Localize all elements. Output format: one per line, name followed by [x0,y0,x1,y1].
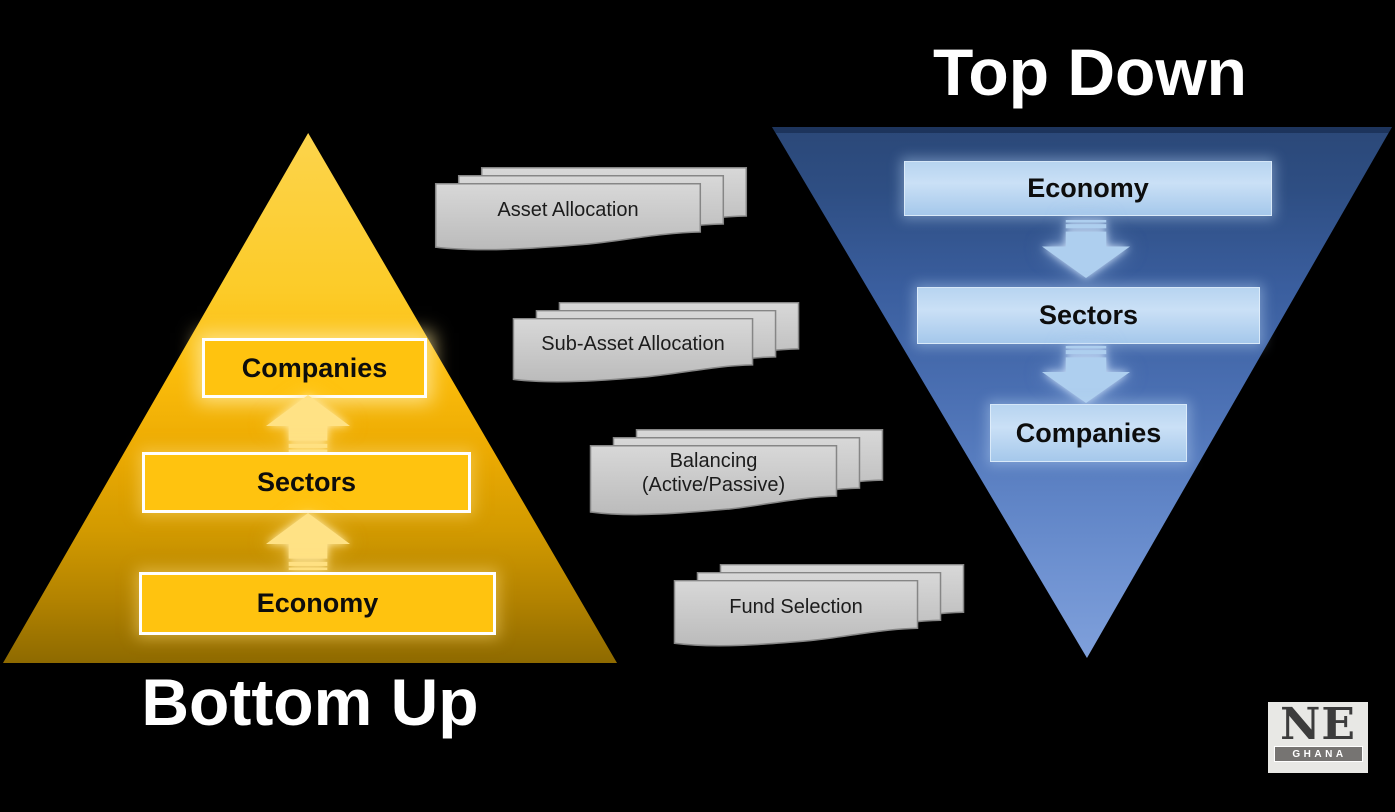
funnel-level-sectors: Sectors [917,287,1260,344]
process-card-label: Fund Selection [729,595,863,618]
funnel-level-economy: Economy [904,161,1272,216]
process-card-stack-sub-asset-allocation: Sub-Asset Allocation [511,302,803,384]
process-card-stack-fund-selection: Fund Selection [672,564,968,648]
down-arrow-icon [1042,220,1130,278]
up-arrow-icon [266,513,350,570]
logo-ghana-text: GHANA [1273,746,1363,762]
funnel-level-companies: Companies [990,404,1187,462]
pyramid-level-economy: Economy [139,572,496,635]
pyramid-level-companies: Companies [202,338,427,398]
process-card-stack-balancing: Balancing (Active/Passive) [588,429,887,517]
up-arrow-icon [266,395,350,452]
process-card-label: Balancing (Active/Passive) [641,450,786,496]
down-arrow-icon [1042,346,1130,403]
document-shape [433,183,703,252]
bottom-up-title: Bottom Up [141,665,479,739]
process-card-label: Sub-Asset Allocation [541,332,725,355]
top-down-title: Top Down [932,35,1247,109]
document-shape [588,445,839,517]
process-card-label: Asset Allocation [497,199,639,221]
logo-ne-text: NE [1280,699,1356,750]
document-shape [672,580,920,648]
process-card-stack-asset-allocation: Asset Allocation [433,167,751,252]
ne-ghana-logo: NE GHANA [1268,702,1368,773]
pyramid-level-sectors: Sectors [142,452,471,513]
document-shape [511,318,755,384]
